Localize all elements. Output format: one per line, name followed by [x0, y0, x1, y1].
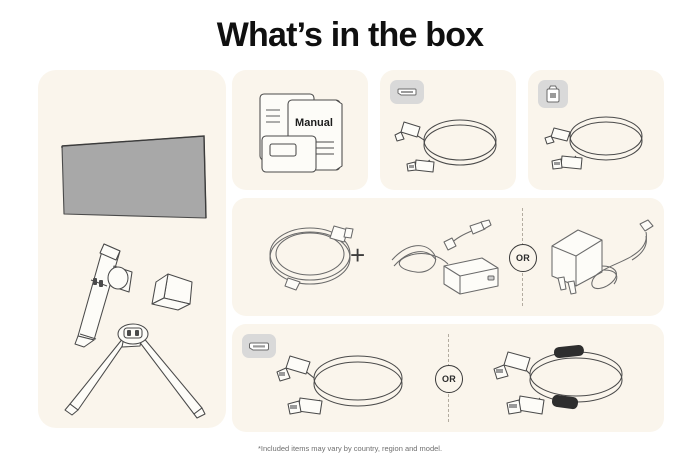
- hdmi-cable-illustration: [394, 119, 497, 173]
- usb-cable-illustration: [544, 116, 643, 170]
- dc-power-adapter-illustration: [391, 219, 499, 295]
- hdmi-glyph-bottom: [249, 342, 269, 350]
- power-cable-illustration: [269, 225, 354, 291]
- panel-hdmi-cable-options: OR: [232, 324, 664, 432]
- manual-label: Manual: [295, 117, 333, 129]
- footnote: *Included items may vary by country, reg…: [257, 444, 443, 453]
- hdmi-port-icon: [390, 80, 424, 104]
- ferrite-core-top: [553, 344, 584, 359]
- panel-monitor-and-stand: [38, 70, 226, 428]
- or-badge-hdmi: OR: [435, 365, 463, 393]
- hdmi-port-icon-bottom: [242, 334, 276, 358]
- stand-cover-cap-illustration: [151, 273, 193, 311]
- plus-connector: +: [350, 240, 366, 270]
- panel-hdmi-cable: [380, 70, 516, 190]
- usb-b-glyph: [546, 85, 560, 103]
- panel-power-options: + OR: [232, 198, 664, 316]
- panel-manual: Manual: [232, 70, 368, 190]
- stand-neck-illustration: [74, 243, 133, 348]
- hdmi-glyph: [397, 88, 417, 96]
- stand-base-illustration: [64, 323, 206, 419]
- hdmi-cable-ferrite-illustration: [493, 344, 623, 415]
- panel-usb-cable: [528, 70, 664, 190]
- wall-plug-adapter-illustration: [551, 219, 654, 295]
- or-badge-power: OR: [509, 244, 537, 272]
- monitor-illustration: [61, 135, 207, 219]
- page-title: What’s in the box: [216, 16, 484, 54]
- hdmi-cable-plain-illustration: [276, 355, 403, 415]
- ferrite-core-bottom: [551, 394, 579, 410]
- usb-b-port-icon: [538, 80, 568, 108]
- manual-documents-illustration: Manual: [259, 93, 343, 173]
